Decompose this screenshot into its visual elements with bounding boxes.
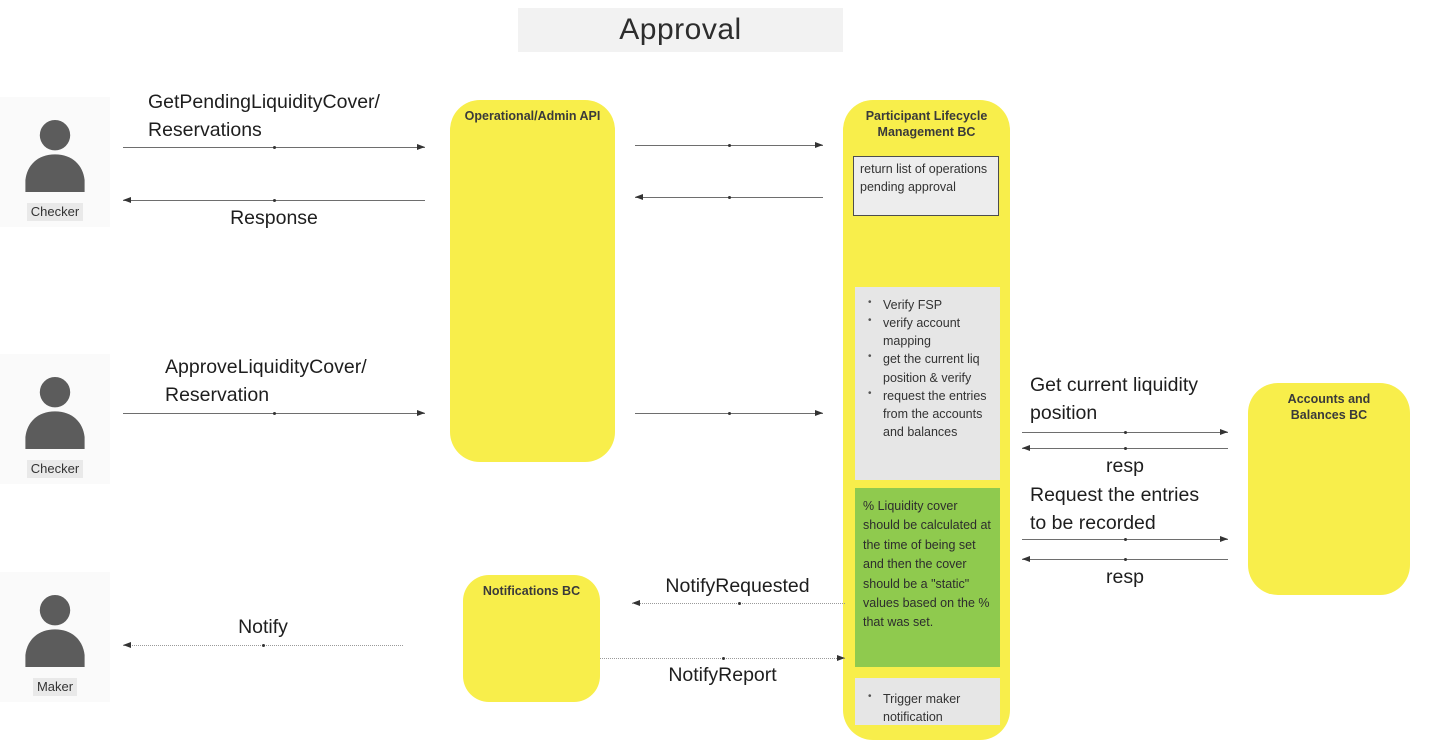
list-item: Trigger maker notification	[857, 690, 994, 726]
arrow-resp-2	[1022, 556, 1228, 562]
arrow-resp-1	[1022, 445, 1228, 451]
arrow-api-to-plm-1	[635, 142, 823, 148]
label-resp-2: resp	[1106, 566, 1144, 588]
actor-label: Checker	[26, 203, 84, 221]
node-notifications-bc: Notifications BC	[463, 575, 600, 702]
label-get-current-liquidity: Get current liquidity position	[1030, 374, 1198, 424]
label-approve: ApproveLiquidityCover/ Reservation	[165, 356, 367, 406]
list-item: verify account mapping	[857, 314, 994, 350]
arrow-plm-to-api-1	[635, 194, 823, 200]
verify-steps-list: Verify FSP verify account mapping get th…	[857, 296, 994, 441]
arrow-approve	[123, 410, 425, 416]
arrow-api-to-plm-2	[635, 410, 823, 416]
note-trigger-maker: Trigger maker notification	[855, 678, 1000, 725]
arrow-response	[123, 197, 425, 203]
label-resp-1: resp	[1106, 455, 1144, 477]
arrow-request-entries	[1022, 536, 1228, 542]
arrow-notify-requested	[632, 600, 845, 606]
list-item: get the current liq position & verify	[857, 350, 994, 386]
list-item: Verify FSP	[857, 296, 994, 314]
actor-label: Maker	[32, 678, 78, 696]
person-icon	[25, 377, 85, 449]
actor-checker-2: Checker	[0, 354, 110, 484]
label-notify-requested: NotifyRequested	[665, 575, 810, 597]
note-return-list: return list of operations pending approv…	[853, 156, 999, 216]
arrow-get-liquidity	[1022, 429, 1228, 435]
actor-label: Checker	[26, 460, 84, 478]
label-request-entries: Request the entries to be recorded	[1030, 484, 1200, 534]
actor-maker: Maker	[0, 572, 110, 702]
arrow-get-pending	[123, 144, 425, 150]
note-liquidity-cover: % Liquidity cover should be calculated a…	[855, 488, 1000, 667]
node-accounts-balances-bc: Accounts and Balances BC	[1248, 383, 1410, 595]
person-icon	[25, 595, 85, 667]
node-operational-admin-api: Operational/Admin API	[450, 100, 615, 462]
label-get-pending: GetPendingLiquidityCover/ Reservations	[148, 91, 380, 141]
arrow-notify	[123, 642, 403, 648]
node-label: Operational/Admin API	[464, 109, 601, 123]
person-icon	[25, 120, 85, 192]
page-title: Approval	[518, 8, 843, 52]
trigger-steps-list: Trigger maker notification	[857, 690, 994, 726]
arrow-notify-report	[600, 655, 845, 661]
note-verify-steps: Verify FSP verify account mapping get th…	[855, 287, 1000, 480]
label-notify-report: NotifyReport	[668, 664, 777, 686]
node-label: Accounts and Balances BC	[1287, 392, 1371, 422]
list-item: request the entries from the accounts an…	[857, 387, 994, 441]
actor-checker-1: Checker	[0, 97, 110, 227]
node-label: Participant Lifecycle Management BC	[865, 109, 988, 139]
label-response: Response	[230, 207, 318, 229]
label-notify: Notify	[238, 616, 288, 638]
node-label: Notifications BC	[482, 584, 581, 598]
